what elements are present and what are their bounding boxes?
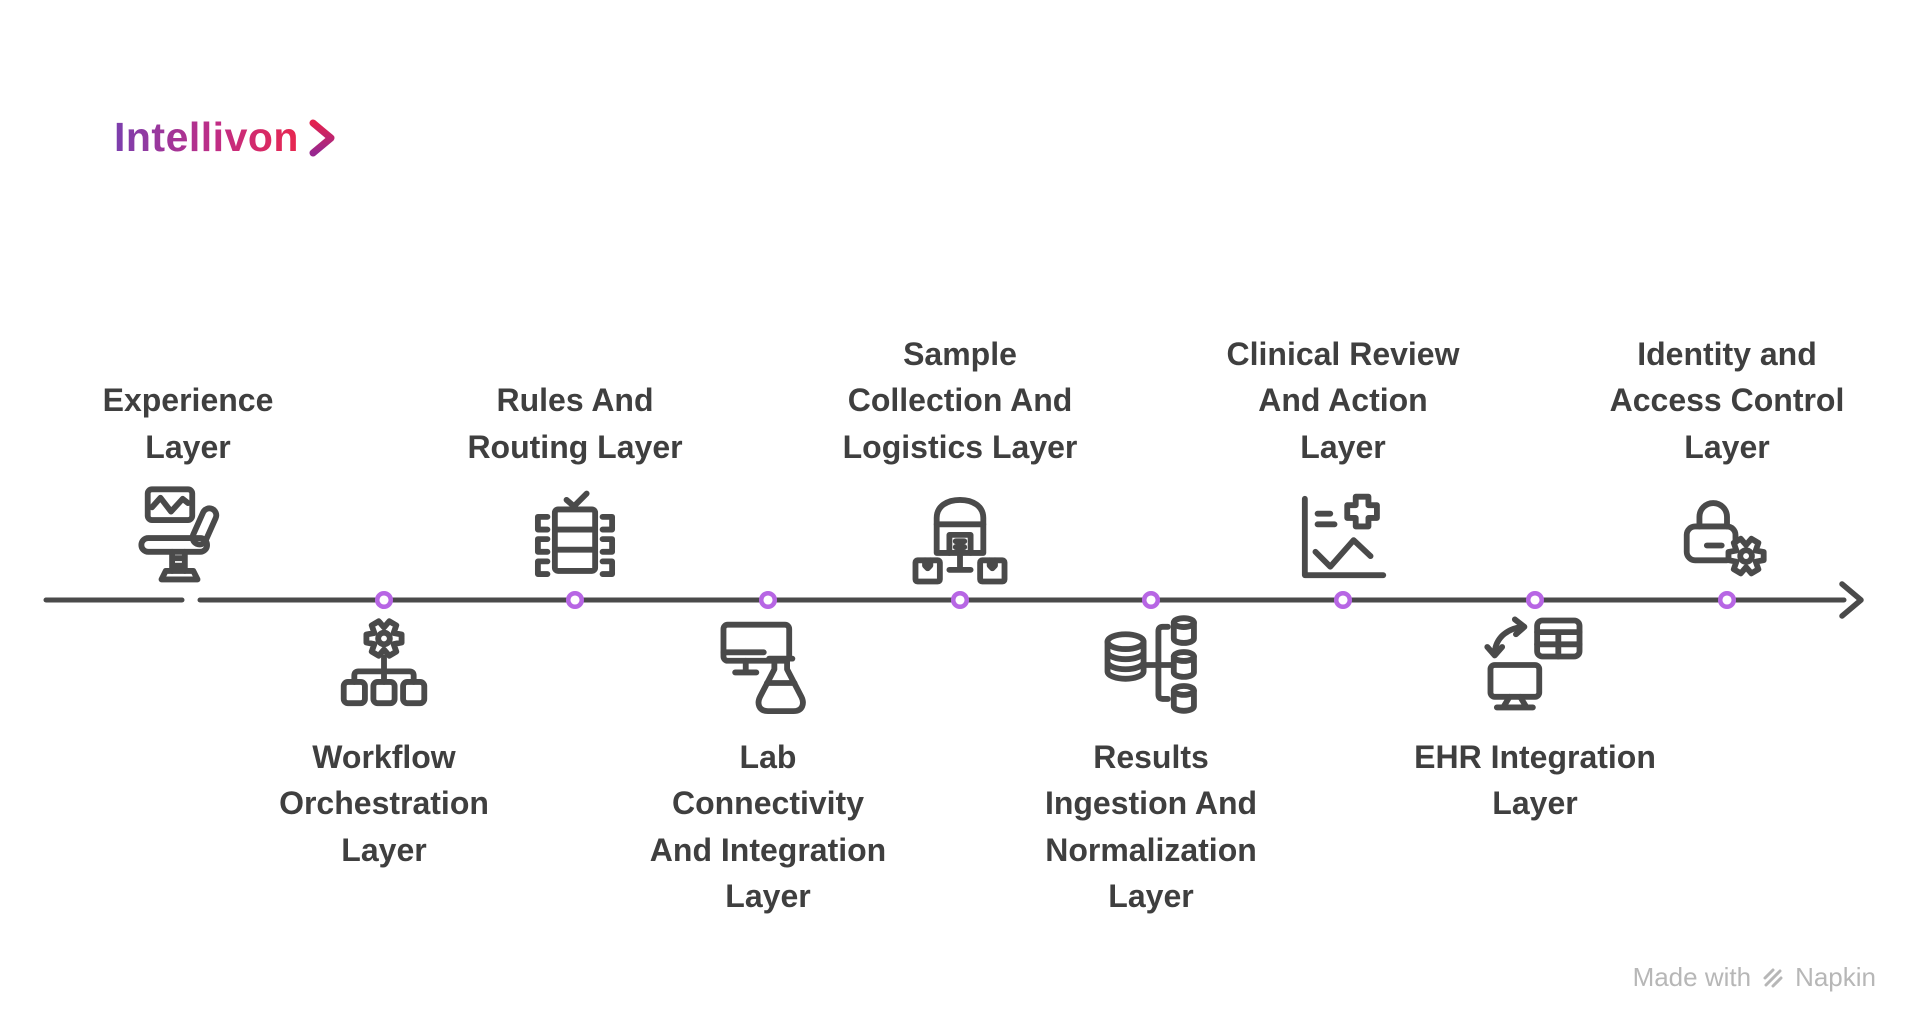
timeline-item-rules-and-routing-layer: Rules And Routing Layer <box>415 377 735 590</box>
napkin-logo-icon <box>1763 968 1783 987</box>
timeline-item-identity-access-layer: Identity and Access Control Layer <box>1567 331 1887 590</box>
brand-name: Intellivon <box>114 114 299 160</box>
item-label: Sample Collection And Logistics Layer <box>842 335 1078 465</box>
timeline-node <box>758 590 778 610</box>
monitor-table-sync-icon <box>1484 616 1583 711</box>
timeline-node <box>1525 590 1545 610</box>
chart-medical-cross-icon <box>1301 493 1387 579</box>
made-with-napkin-badge: Made with Napkin <box>1633 962 1876 993</box>
timeline-node <box>374 590 394 610</box>
warehouse-distribution-icon <box>912 496 1008 585</box>
arrowhead-icon <box>1839 581 1864 619</box>
monitor-flask-icon <box>720 621 806 715</box>
napkin-brand-text: Napkin <box>1795 962 1876 992</box>
rules-table-check-icon <box>534 490 616 578</box>
brand-logo: Intellivon <box>114 114 338 161</box>
item-label: Lab Connectivity And Integration Layer <box>649 739 887 915</box>
timeline-node <box>1717 590 1737 610</box>
timeline-item-clinical-review-layer: Clinical Review And Action Layer <box>1183 331 1503 590</box>
database-normalization-icon <box>1104 615 1197 714</box>
timeline-node <box>565 590 585 610</box>
exam-chair-monitor-icon <box>138 486 220 583</box>
made-with-text: Made with <box>1632 962 1752 992</box>
chevron-right-icon <box>309 119 335 156</box>
timeline-item-lab-connectivity-layer: Lab Connectivity And Integration Layer <box>608 612 928 920</box>
item-label: Clinical Review And Action Layer <box>1226 335 1460 465</box>
lock-gear-icon <box>1683 500 1767 577</box>
timeline-item-results-ingestion-layer: Results Ingestion And Normalization Laye… <box>991 612 1311 920</box>
item-label: Rules And Routing Layer <box>467 382 683 465</box>
timeline-item-experience-layer: Experience Layer <box>28 377 348 590</box>
timeline-axis <box>43 581 1864 619</box>
item-label: Workflow Orchestration Layer <box>279 739 489 868</box>
item-label: EHR Integration Layer <box>1414 739 1656 822</box>
timeline-node <box>1333 590 1353 610</box>
item-label: Results Ingestion And Normalization Laye… <box>1044 739 1258 915</box>
item-label: Identity and Access Control Layer <box>1609 335 1845 465</box>
timeline-node <box>950 590 970 610</box>
timeline-node <box>1141 590 1161 610</box>
timeline-item-ehr-integration-layer: EHR Integration Layer <box>1375 612 1695 827</box>
timeline-item-sample-collection-layer: Sample Collection And Logistics Layer <box>800 331 1120 590</box>
item-label: Experience Layer <box>102 382 274 465</box>
timeline-item-workflow-orchestration-layer: Workflow Orchestration Layer <box>224 612 544 873</box>
gear-hierarchy-icon <box>340 618 428 707</box>
